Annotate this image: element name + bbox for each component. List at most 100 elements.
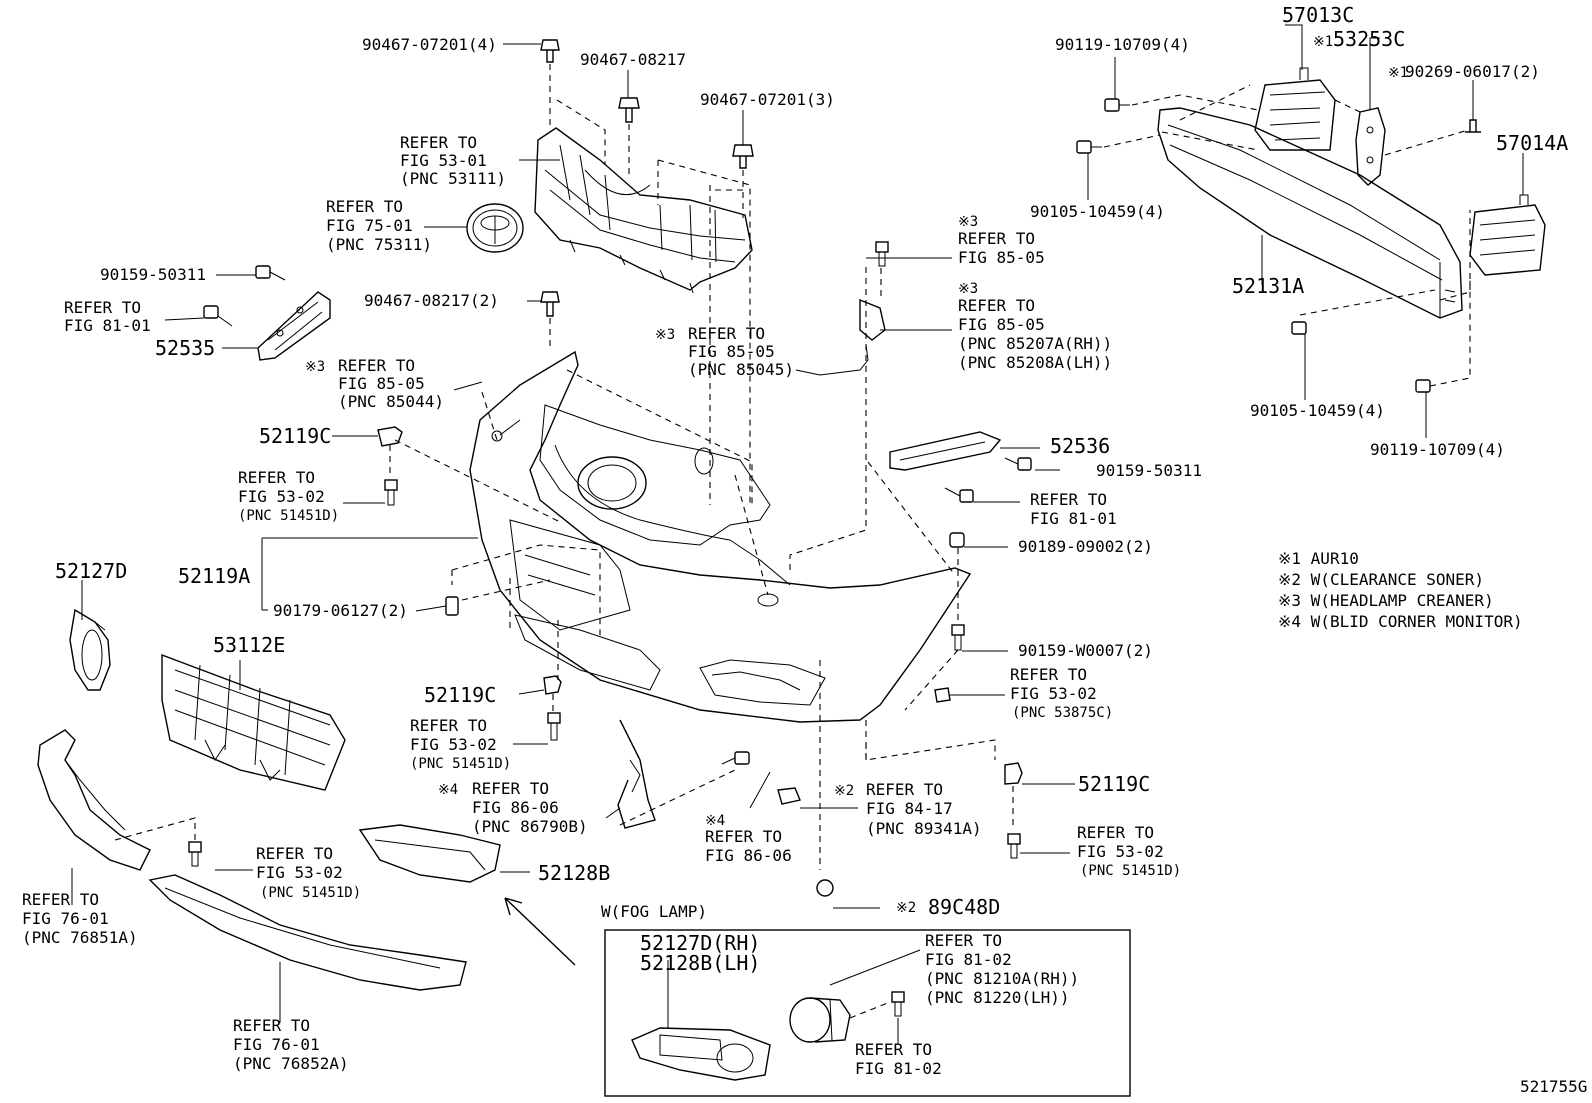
label-84-17-mark: ※2: [834, 783, 854, 799]
label-53875C-2: FIG 53-02: [1010, 684, 1097, 703]
fog-lamp-box: [604, 929, 1131, 1097]
fog-cover-52127D: [69, 608, 111, 691]
label-76851A-2: FIG 76-01: [22, 909, 109, 928]
clip-90189-09002: [949, 532, 965, 548]
label-81-02-2: FIG 81-02: [855, 1059, 942, 1078]
label-53-02-d-2: FIG 53-02: [256, 863, 343, 882]
label-grille-ref-3: (PNC 53111): [400, 169, 506, 188]
label-76851A-3: (PNC 76851A): [22, 928, 138, 947]
label-57014A: 57014A: [1496, 131, 1568, 155]
label-53-02-c-3: (PNC 51451D): [1080, 863, 1181, 879]
bolt-refer-81-01-left: [203, 305, 233, 327]
label-81-02-1: REFER TO: [855, 1040, 932, 1059]
bracket-57013C: [1254, 67, 1336, 151]
label-89C48D: 89C48D: [928, 895, 1000, 919]
label-86-06-a-3: (PNC 86790B): [472, 817, 588, 836]
label-86-06-b-mark: ※4: [705, 813, 725, 829]
clip-53875C: [934, 687, 951, 703]
label-90105-10459-top: 90105-10459(4): [1030, 202, 1165, 221]
label-85-05-a-1: REFER TO: [958, 229, 1035, 248]
label-emblem-ref-1: REFER TO: [326, 197, 403, 216]
bolt-90105-10459-bot: [1291, 321, 1307, 335]
label-53-02-c-2: FIG 53-02: [1077, 842, 1164, 861]
bracket-52119C-mid: [543, 675, 562, 741]
bolt-90119-10709-top: [1104, 98, 1130, 112]
clip-90467-08217: [618, 97, 640, 123]
leader-lines: [71, 24, 1524, 1045]
label-53875C-3: (PNC 53875C): [1012, 705, 1113, 721]
retainer-89C48D: [816, 879, 834, 897]
label-85-05-b-4: (PNC 85208A(LH)): [958, 353, 1112, 372]
clip-90467-08217-2: [540, 291, 560, 317]
bolt-81-01-right: [944, 487, 974, 503]
diagram-id: 521755G: [1520, 1077, 1587, 1096]
upper-grille: [534, 127, 753, 294]
label-90189-09002-2: 90189-09002(2): [1018, 537, 1153, 556]
label-52119A: 52119A: [178, 564, 250, 588]
note-3: ※3 W(HEADLAMP CREANER): [1278, 591, 1494, 610]
label-53-02-a-1: REFER TO: [238, 468, 315, 487]
fog-lamp-unit: [789, 997, 851, 1043]
label-85-05-b-3: (PNC 85207A(RH)): [958, 334, 1112, 353]
label-90269-mark: ※1: [1388, 65, 1408, 81]
label-grille-ref-1: REFER TO: [400, 133, 477, 152]
screw-86-06: [721, 751, 750, 765]
label-53253C: 53253C: [1333, 27, 1405, 51]
label-emblem-ref-2: FIG 75-01: [326, 216, 413, 235]
label-85045-2: FIG 85-05: [688, 342, 775, 361]
bumper-cover-52119A: [469, 350, 972, 723]
label-57013C: 57013C: [1282, 3, 1354, 27]
label-90159-50311-right: 90159-50311: [1096, 461, 1202, 480]
label-89C48D-mark: ※2: [896, 900, 916, 916]
label-grille-ref-2: FIG 53-01: [400, 151, 487, 170]
label-81-01-right-2: FIG 81-01: [1030, 509, 1117, 528]
label-90467-08217: 90467-08217: [580, 50, 686, 69]
label-85045-mark: ※3: [655, 327, 675, 343]
label-52128B: 52128B: [538, 861, 610, 885]
label-90105-10459-bot: 90105-10459(4): [1250, 401, 1385, 420]
label-53-02-b-1: REFER TO: [410, 716, 487, 735]
lower-grille-53112E: [161, 653, 346, 791]
label-85-05-b-1: REFER TO: [958, 296, 1035, 315]
label-90119-10709-top: 90119-10709(4): [1055, 35, 1190, 54]
label-85044-mark: ※3: [305, 359, 325, 375]
label-90159-W0007-2: 90159-W0007(2): [1018, 641, 1153, 660]
bracket-86790B: [617, 719, 656, 829]
label-86-06-b-1: REFER TO: [705, 827, 782, 846]
label-52131A: 52131A: [1232, 274, 1304, 298]
label-52119C-right: 52119C: [1078, 772, 1150, 796]
label-53253C-mark: ※1: [1313, 34, 1333, 50]
label-81210A-4: (PNC 81220(LH)): [925, 988, 1070, 1007]
label-52535: 52535: [155, 336, 215, 360]
label-53-02-a-3: (PNC 51451D): [238, 508, 339, 524]
bracket-52535: [257, 291, 331, 361]
label-90179-06127-2: 90179-06127(2): [273, 601, 408, 620]
note-4: ※4 W(BLID CORNER MONITOR): [1278, 612, 1523, 631]
emblem: [466, 203, 524, 253]
label-53-02-b-3: (PNC 51451D): [410, 756, 511, 772]
label-85044-3: (PNC 85044): [338, 392, 444, 411]
label-85045-3: (PNC 85045): [688, 360, 794, 379]
label-81210A-1: REFER TO: [925, 931, 1002, 950]
bracket-52536: [889, 431, 1002, 471]
clip-90467-07201-3: [732, 144, 754, 169]
screw-90269-06017: [1465, 119, 1481, 133]
bracket-52119C-right: [1004, 762, 1023, 859]
bracket-52119C-top: [377, 426, 403, 506]
label-52536: 52536: [1050, 434, 1110, 458]
label-81-01-right-1: REFER TO: [1030, 490, 1107, 509]
bolt-90159-50311-left: [255, 265, 286, 281]
label-53-02-d-3: (PNC 51451D): [260, 885, 361, 901]
label-53875C-1: REFER TO: [1010, 665, 1087, 684]
label-90119-10709-bot: 90119-10709(4): [1370, 440, 1505, 459]
bolt-90159-50311-right: [1004, 457, 1032, 471]
label-76852A-3: (PNC 76852A): [233, 1054, 349, 1073]
label-85044-2: FIG 85-05: [338, 374, 425, 393]
fog-cover-52128B: [358, 824, 501, 883]
label-86-06-a-mark: ※4: [438, 782, 458, 798]
label-86-06-a-2: FIG 86-06: [472, 798, 559, 817]
label-53-02-d-1: REFER TO: [256, 844, 333, 863]
label-fog-part-lh: 52128B(LH): [640, 951, 760, 975]
label-fog-part-rh: 52127D(RH): [640, 931, 760, 955]
